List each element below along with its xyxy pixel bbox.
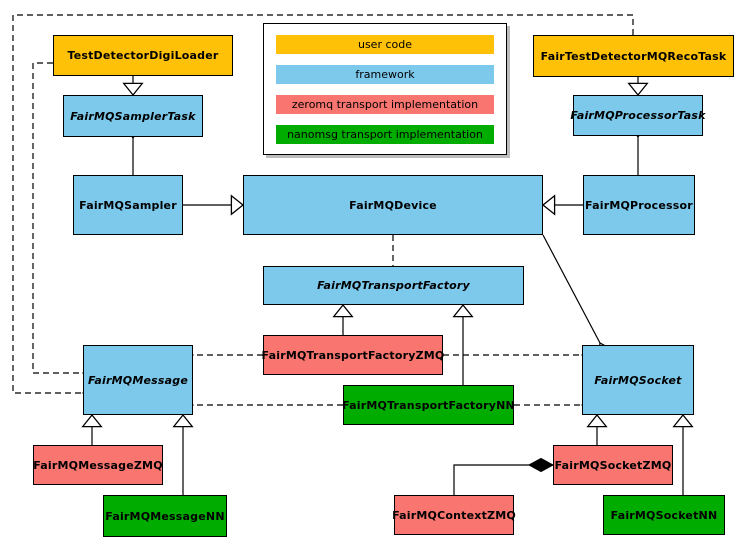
node-fairmqsocket: FairMQSocket (582, 345, 694, 415)
node-fairmqprocessor: FairMQProcessor (583, 175, 695, 235)
node-fairmqsamplertask: FairMQSamplerTask (63, 95, 203, 137)
node-fairmqsocketnn: FairMQSocketNN (603, 495, 725, 535)
node-fairmqsocketzmq: FairMQSocketZMQ (553, 445, 673, 485)
node-fairmqsampler: FairMQSampler (73, 175, 183, 235)
node-fairmqmessage: FairMQMessage (83, 345, 193, 415)
edge-dependency-digiloader-message (32, 62, 96, 382)
node-fairmqprocessortask: FairMQProcessorTask (570, 95, 705, 136)
node-fairmqtransportfactoryzmq: FairMQTransportFactoryZMQ (262, 335, 444, 375)
edge-association-device-socket (542, 234, 613, 358)
node-fairmqtransportfactorynn: FairMQTransportFactoryNN (342, 385, 515, 425)
node-testdetectordigiloader: TestDetectorDigiLoader (53, 35, 233, 76)
legend-item-nanomsg: nanomsg transport implementation (276, 124, 494, 144)
legend-item-framework: framework (276, 64, 494, 84)
legend-label: framework (355, 67, 415, 81)
legend: user code framework zeromq transport imp… (263, 23, 507, 155)
legend-label: zeromq transport implementation (291, 97, 479, 111)
node-fairmqcontextzmq: FairMQContextZMQ (392, 495, 516, 535)
edge-composition-contextzmq-socketzmq (453, 457, 555, 495)
legend-label: nanomsg transport implementation (287, 127, 483, 141)
node-fairmqtransportfactory: FairMQTransportFactory (263, 266, 524, 305)
legend-item-user-code: user code (276, 34, 494, 54)
node-fairmqdevice: FairMQDevice (243, 175, 543, 235)
node-fairtestdetectormqrecotask: FairTestDetectorMQRecoTask (533, 35, 734, 77)
legend-label: user code (357, 37, 413, 51)
legend-item-zeromq: zeromq transport implementation (276, 94, 494, 114)
node-fairmqmessagenn: FairMQMessageNN (103, 495, 227, 537)
edge-dependency-recotask-message (12, 14, 634, 402)
node-fairmqmessagezmq: FairMQMessageZMQ (33, 445, 163, 485)
